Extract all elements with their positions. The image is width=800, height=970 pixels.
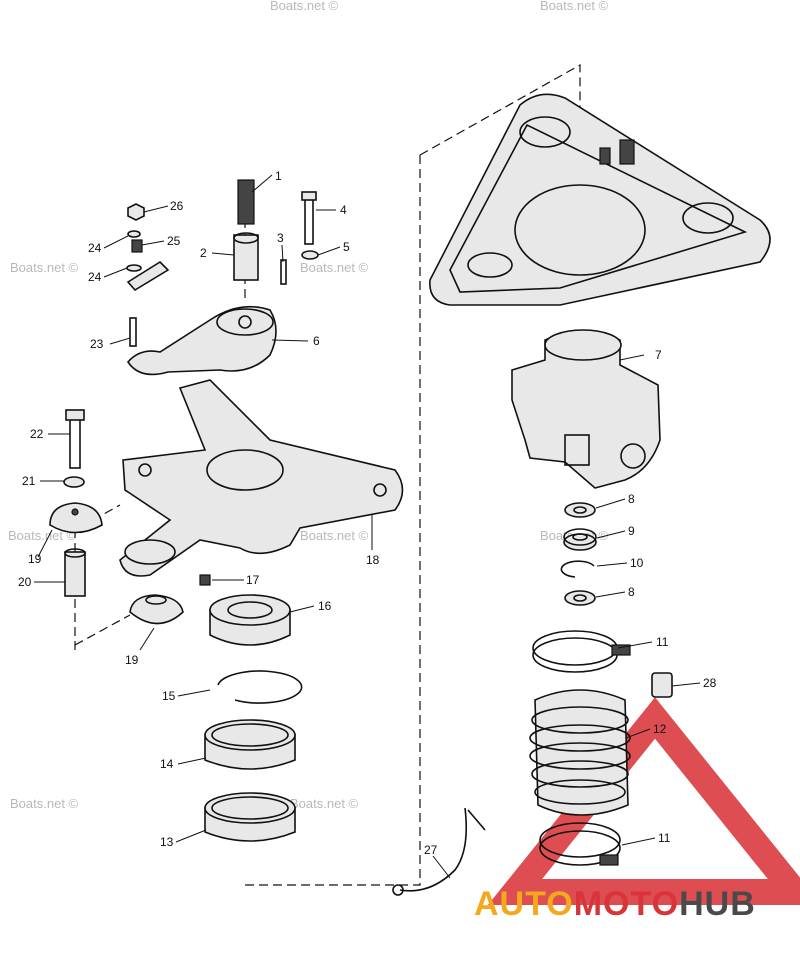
callout-5: 5	[343, 240, 350, 254]
callout-19: 19	[125, 653, 139, 667]
callout-19-b: 19	[28, 552, 42, 566]
washer-5	[301, 250, 319, 260]
watermark: Boats.net ©	[300, 260, 369, 275]
callout-20: 20	[18, 575, 32, 589]
ring-13	[204, 792, 296, 842]
snap-ring-10	[560, 560, 595, 578]
bushing-2	[233, 232, 259, 281]
clip-17	[199, 574, 211, 586]
rubber-mount-19-lower	[129, 594, 184, 625]
stud-1	[237, 179, 255, 225]
bell-housing	[511, 329, 661, 489]
brand-hub: HUB	[679, 885, 756, 923]
callout-3: 3	[277, 231, 284, 245]
callout-21: 21	[22, 474, 36, 488]
callout-1: 1	[275, 169, 282, 183]
gimbal-housing-plate	[429, 93, 771, 306]
callout-24: 24	[88, 241, 102, 255]
callout-8: 8	[628, 492, 635, 506]
hose-clamp-upper	[532, 630, 631, 673]
brand-auto: AUTO	[474, 885, 574, 923]
hose-clamp-lower	[539, 822, 621, 866]
brand-moto: MOTO	[573, 885, 680, 923]
clip-28	[651, 672, 673, 698]
bearing-8-top	[564, 502, 596, 518]
callout-12: 12	[653, 722, 667, 736]
callout-8-b: 8	[628, 585, 635, 599]
snap-ring-15	[217, 670, 303, 704]
bearing-9	[563, 528, 597, 551]
assembly-line	[245, 155, 421, 886]
watermark: Boats.net ©	[300, 528, 369, 543]
bolt-4	[301, 191, 317, 245]
callout-11-b: 11	[658, 831, 671, 845]
watermark: Boats.net ©	[270, 0, 339, 13]
trim-sender-link	[126, 260, 170, 292]
callout-labels: 1 2 3 4 5 6 7 8 9 10 8 11 28 12 11 16 17…	[18, 169, 717, 857]
watermark: Boats.net ©	[290, 796, 359, 811]
bearing-16	[209, 594, 291, 646]
leader-lines	[34, 174, 701, 879]
callout-6: 6	[313, 334, 320, 348]
gimbal-ring	[119, 379, 404, 577]
watermark: Boats.net ©	[8, 528, 77, 543]
callout-18: 18	[366, 553, 380, 567]
callout-27: 27	[424, 843, 438, 857]
callout-4: 4	[340, 203, 347, 217]
callout-13: 13	[160, 835, 174, 849]
callout-9: 9	[628, 524, 635, 538]
sleeve-14	[204, 719, 296, 770]
spring-25	[131, 239, 143, 253]
watermark: Boats.net ©	[10, 260, 79, 275]
callout-10: 10	[630, 556, 644, 570]
callout-25: 25	[167, 234, 181, 248]
bearing-8-bottom	[564, 590, 596, 606]
assembly-line	[74, 614, 131, 646]
sleeve-20	[64, 548, 86, 597]
callout-11: 11	[656, 635, 669, 649]
washer-24a	[127, 230, 141, 238]
washer-24b	[126, 264, 142, 272]
rubber-mount-19-upper	[49, 502, 103, 534]
pin-3	[280, 259, 287, 285]
callout-24-b: 24	[88, 270, 102, 284]
steering-arm	[126, 305, 277, 376]
watermark: Boats.net ©	[10, 796, 79, 811]
bellows	[529, 689, 631, 816]
washer-21	[63, 476, 85, 488]
watermark: Boats.net ©	[540, 0, 609, 13]
callout-22: 22	[30, 427, 44, 441]
brand-wordmark: AUTOMOTOHUB	[474, 884, 756, 924]
callout-2: 2	[200, 246, 207, 260]
ground-wire	[392, 807, 486, 896]
nut-26	[127, 203, 145, 221]
callout-26: 26	[170, 199, 184, 213]
callout-7: 7	[655, 348, 662, 362]
callout-16: 16	[318, 599, 332, 613]
callout-15: 15	[162, 689, 176, 703]
callout-14: 14	[160, 757, 174, 771]
callout-28: 28	[703, 676, 717, 690]
bolt-22	[65, 409, 85, 469]
callout-17: 17	[246, 573, 260, 587]
callout-23: 23	[90, 337, 104, 351]
